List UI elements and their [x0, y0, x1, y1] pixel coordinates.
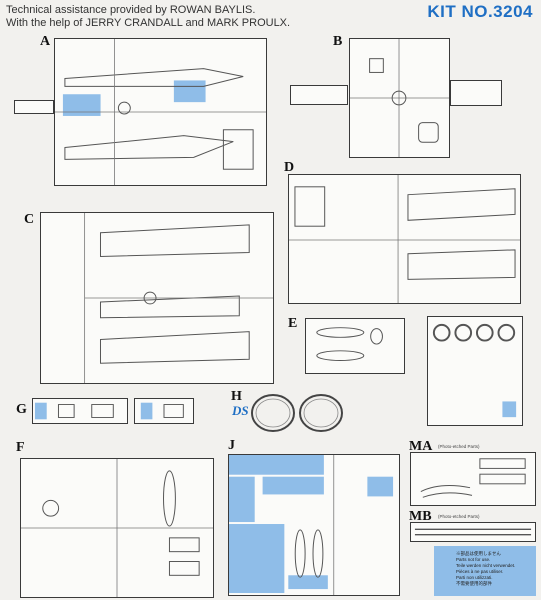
sprue-h-rings	[251, 394, 343, 432]
sprue-b-parts	[350, 39, 449, 157]
credit-line-2: With the help of JERRY CRANDALL and MARK…	[6, 17, 291, 29]
sprue-d-parts	[289, 175, 520, 303]
sprue-label-b: B	[333, 34, 343, 49]
unused-parts-swatch	[434, 546, 536, 596]
sprue-e	[305, 318, 405, 374]
sprue-g-right-parts	[140, 402, 184, 420]
sprue-label-f: F	[16, 440, 25, 455]
sprue-label-a: A	[40, 34, 51, 49]
sprue-label-e: E	[288, 316, 298, 331]
sprue-b-runner-right	[450, 80, 502, 106]
sprue-a	[54, 38, 267, 186]
sprue-label-g: G	[16, 402, 27, 417]
credits: Technical assistance provided by ROWAN B…	[6, 4, 290, 30]
note-line-de: Teile werden nicht verwendet.	[456, 563, 516, 568]
sprue-e-parts	[316, 327, 383, 361]
sprue-b-runner-left	[290, 85, 348, 105]
sprue-c	[40, 212, 274, 384]
note-line-en: Parts not for use.	[456, 557, 491, 562]
sprue-mb	[410, 522, 536, 542]
sprue-b	[349, 38, 450, 158]
sprue-a-parts	[55, 39, 266, 185]
unused-parts-note: ※部品は使用しません Parts not for use. Teile werd…	[456, 551, 515, 587]
credit-line-1: Technical assistance provided by ROWAN B…	[6, 4, 256, 16]
sprue-e-wheel-parts	[432, 323, 517, 418]
mb-photo-etched-label: (Photo-etched Parts)	[438, 514, 480, 519]
sprue-label-c: C	[24, 212, 35, 227]
sprue-label-j: J	[228, 438, 235, 453]
sprue-ma-parts	[420, 458, 526, 498]
note-line-zh: 不需要使用的部件	[456, 581, 492, 586]
sprue-g-right	[134, 398, 194, 424]
ma-photo-etched-label: (Photo-etched Parts)	[438, 444, 480, 449]
kit-number: KIT NO.3204	[427, 2, 533, 21]
sprue-f-parts	[21, 459, 213, 597]
sprue-d	[288, 174, 521, 304]
sprue-g-left	[32, 398, 128, 424]
sprue-g-left-parts	[34, 402, 114, 420]
note-line-ja: ※部品は使用しません	[456, 551, 501, 556]
note-line-it: Parti non utilizzati.	[456, 575, 493, 580]
sprue-j	[228, 454, 400, 596]
sprue-c-parts	[84, 213, 273, 383]
sprue-ma	[410, 452, 536, 506]
note-line-fr: Pièces à ne pas utiliser.	[456, 569, 504, 574]
sprue-a-runner	[14, 100, 54, 114]
sprue-label-ma: MA	[409, 439, 433, 454]
sprue-j-parts	[229, 455, 394, 595]
sprue-label-d: D	[284, 160, 295, 175]
sprue-label-mb: MB	[409, 509, 432, 524]
sprue-f	[20, 458, 214, 598]
ds-logo: DS	[232, 403, 249, 418]
sprue-mb-parts	[414, 528, 532, 536]
sprue-e-wheels	[427, 316, 523, 426]
sprue-label-h: H	[231, 389, 242, 404]
